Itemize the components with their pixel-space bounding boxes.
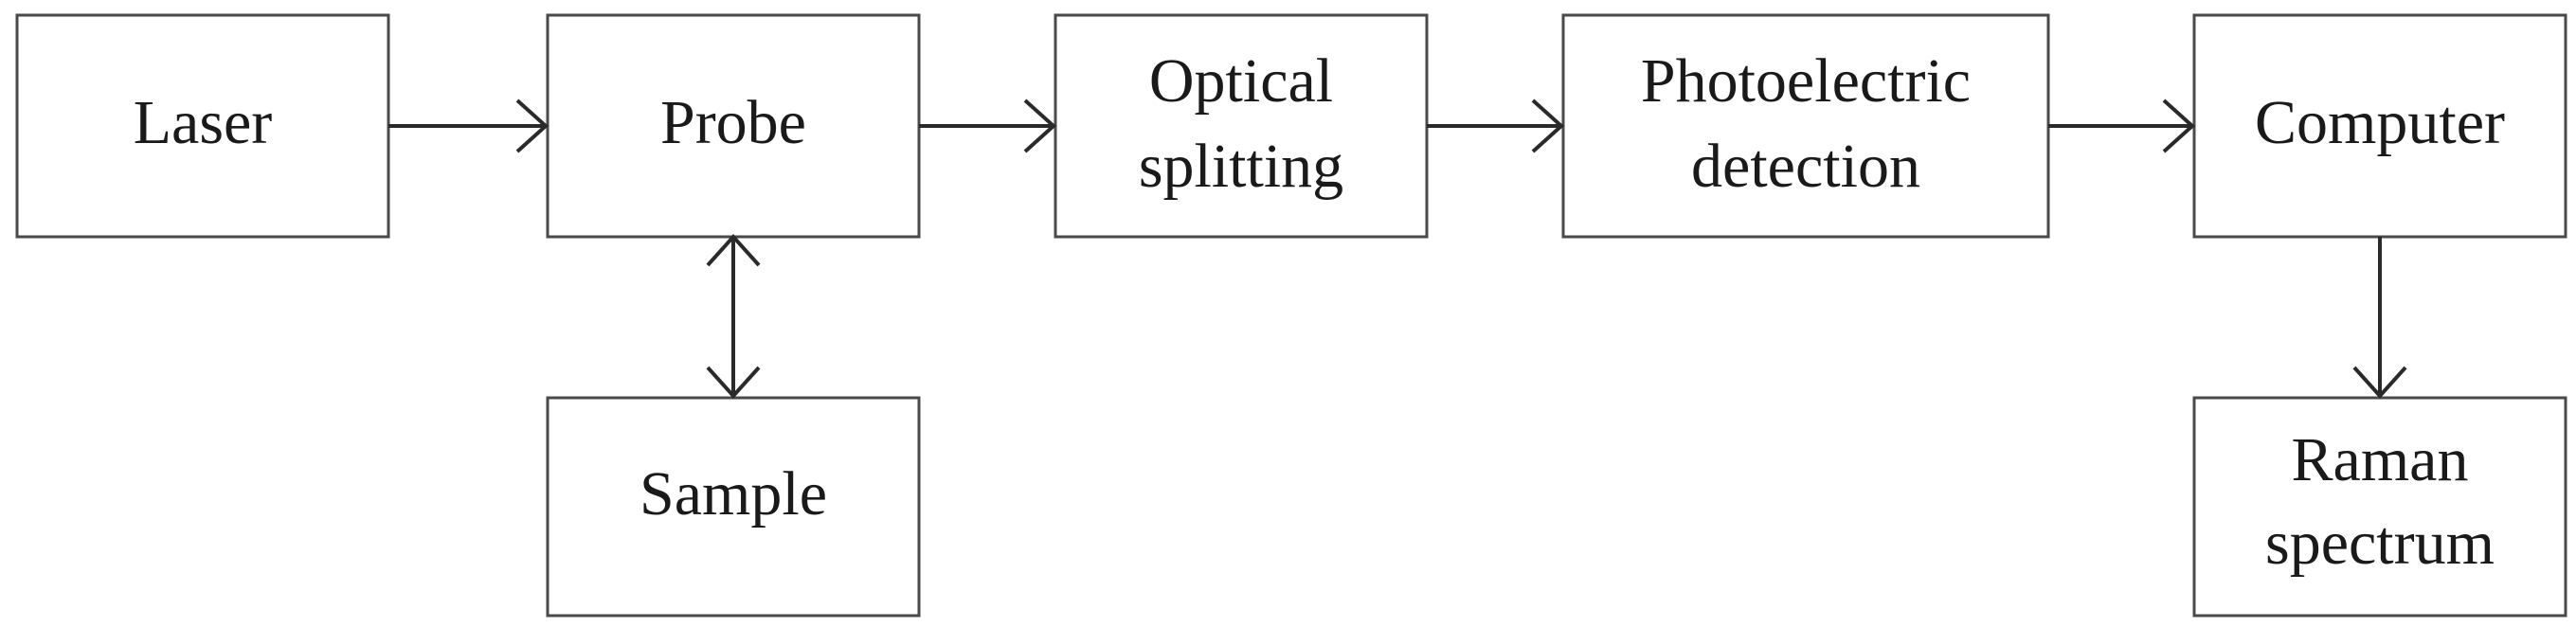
- optical-splitting-label-line1: Optical: [1149, 46, 1333, 116]
- photoelectric-detection-label-line2: detection: [1691, 132, 1920, 201]
- sample-box: [546, 396, 921, 618]
- arrow-head: [515, 99, 549, 153]
- optical-splitting-label-line2: splitting: [1139, 132, 1343, 201]
- arrow-head: [2352, 366, 2407, 399]
- node-laser: Laser: [15, 13, 390, 239]
- raman-spectrum-box: [2192, 396, 2567, 618]
- probe-label: Probe: [660, 88, 806, 157]
- arrow-head: [2162, 99, 2195, 153]
- arrow-optical-to-photoelectric: [1427, 99, 1564, 153]
- node-raman-spectrum: Raman spectrum: [2192, 396, 2567, 618]
- arrow-laser-to-probe: [388, 99, 549, 153]
- arrow-head: [1531, 99, 1564, 153]
- arrow-head-up: [706, 234, 761, 267]
- node-probe: Probe: [546, 13, 921, 239]
- arrow-head-down: [706, 366, 761, 399]
- laser-label: Laser: [134, 88, 273, 157]
- raman-spectrum-label-line1: Raman: [2292, 425, 2469, 494]
- arrow-photoelectric-to-computer: [2048, 99, 2195, 153]
- sample-label: Sample: [639, 459, 827, 528]
- arrow-computer-to-raman: [2352, 237, 2407, 399]
- node-computer: Computer: [2192, 13, 2567, 239]
- arrow-probe-to-optical: [919, 99, 1056, 153]
- raman-spectrum-label-line2: spectrum: [2265, 509, 2495, 578]
- node-optical-splitting: Optical splitting: [1054, 13, 1429, 239]
- optical-splitting-box: [1054, 13, 1429, 239]
- photoelectric-detection-label-line1: Photoelectric: [1641, 46, 1971, 116]
- node-photoelectric-detection: Photoelectric detection: [1561, 13, 2050, 239]
- laser-box: [15, 13, 390, 239]
- photoelectric-detection-box: [1561, 13, 2050, 239]
- probe-box: [546, 13, 921, 239]
- node-sample: Sample: [546, 396, 921, 618]
- arrow-head: [1023, 99, 1056, 153]
- arrow-probe-sample-bidirectional: [706, 234, 761, 399]
- computer-label: Computer: [2255, 88, 2505, 157]
- computer-box: [2192, 13, 2567, 239]
